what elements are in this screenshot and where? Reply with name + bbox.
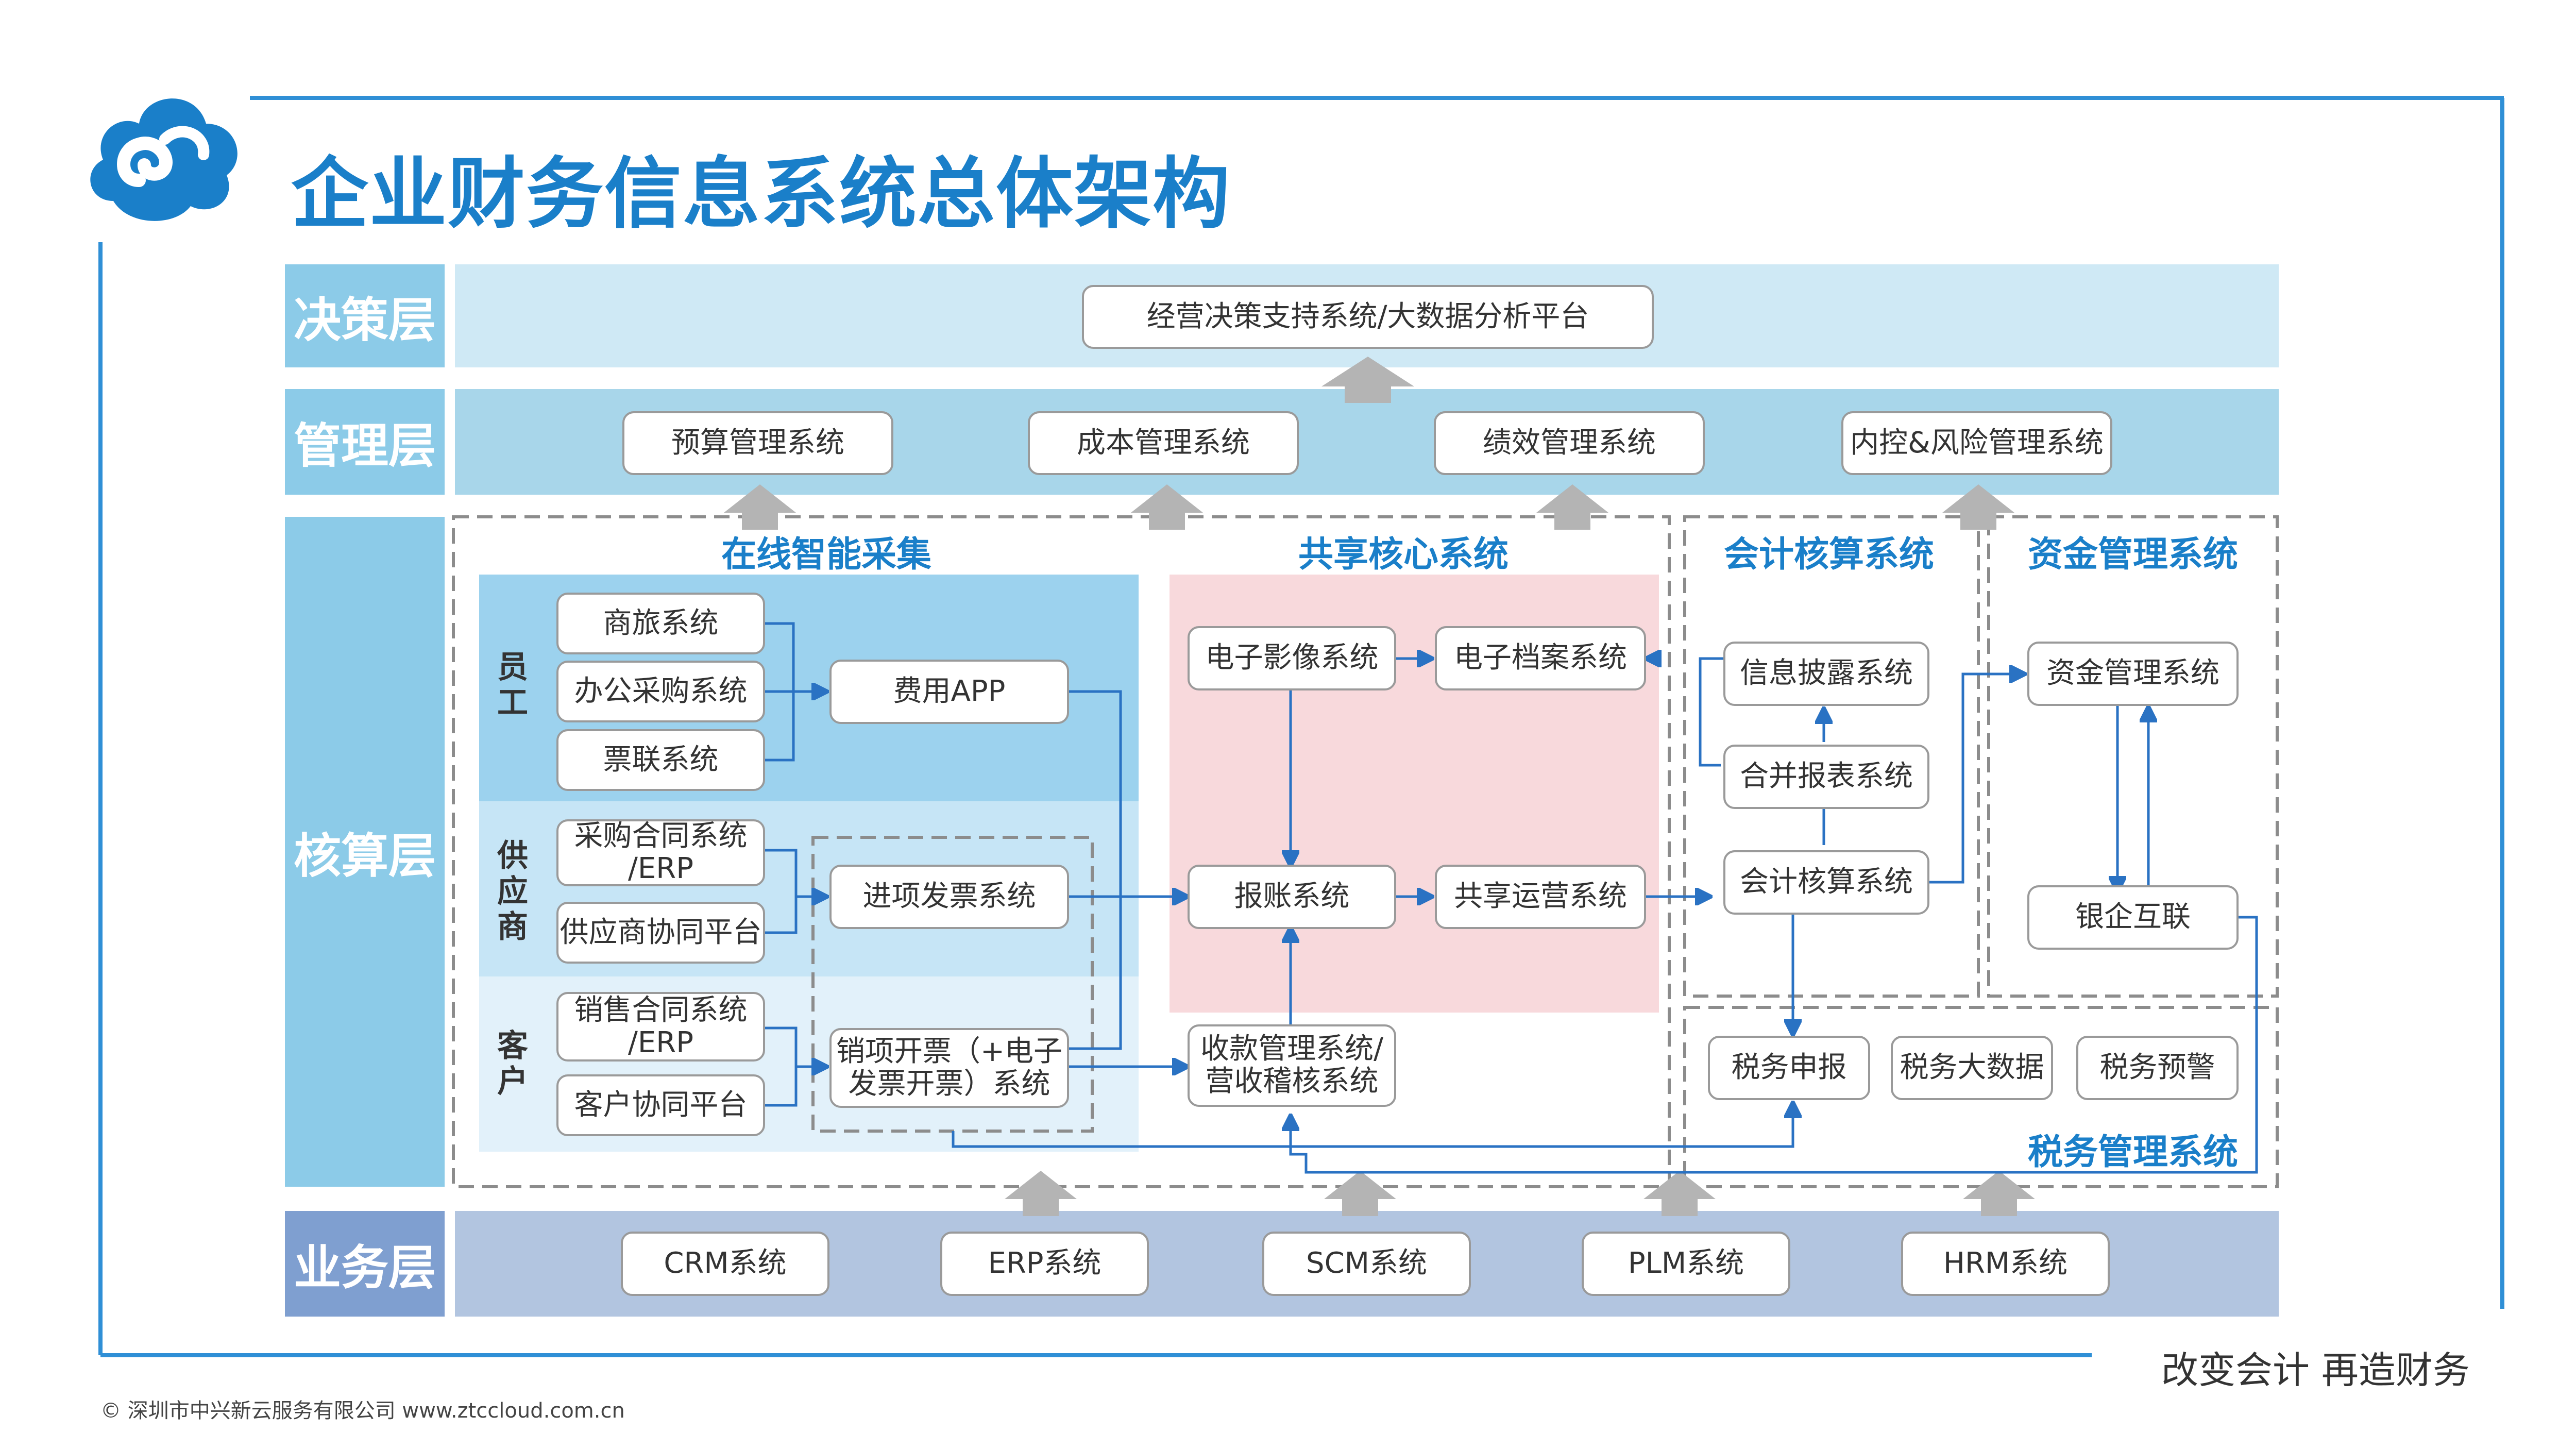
funds-management-system-box[interactable]: 资金管理系统 bbox=[2027, 642, 2239, 706]
section-tax-management: 税务管理系统 bbox=[2027, 1132, 2238, 1173]
input-invoice-system-box[interactable]: 进项发票系统 bbox=[829, 865, 1069, 929]
output-invoice-system-box[interactable]: 销项开票（+电子 发票开票）系统 bbox=[829, 1028, 1069, 1108]
group-label-customer: 客 户 bbox=[497, 1028, 528, 1100]
expense-app-box[interactable]: 费用APP bbox=[829, 660, 1069, 724]
e-archive-system-box[interactable]: 电子档案系统 bbox=[1435, 626, 1646, 690]
section-funds-management: 资金管理系统 bbox=[2027, 534, 2238, 575]
receivable-audit-system-box[interactable]: 收款管理系统/ 营收稽核系统 bbox=[1188, 1024, 1396, 1107]
crm-system-box[interactable]: CRM系统 bbox=[621, 1232, 829, 1296]
supplier-collab-platform-box[interactable]: 供应商协同平台 bbox=[556, 902, 765, 964]
section-accounting-system: 会计核算系统 bbox=[1723, 534, 1934, 575]
cloud-logo bbox=[90, 98, 238, 221]
tax-declaration-box[interactable]: 税务申报 bbox=[1708, 1036, 1870, 1100]
tax-warning-box[interactable]: 税务预警 bbox=[2076, 1036, 2239, 1100]
info-disclosure-system-box[interactable]: 信息披露系统 bbox=[1723, 642, 1929, 706]
tax-bigdata-box[interactable]: 税务大数据 bbox=[1891, 1036, 2053, 1100]
layer-label-business: 业务层 bbox=[285, 1211, 445, 1317]
accounting-core-system-box[interactable]: 会计核算系统 bbox=[1723, 850, 1929, 915]
scm-system-box[interactable]: SCM系统 bbox=[1262, 1232, 1471, 1296]
copyright-text: © 深圳市中兴新云服务有限公司 www.ztccloud.com.cn bbox=[100, 1399, 625, 1423]
office-purchase-system-box[interactable]: 办公采购系统 bbox=[556, 661, 765, 722]
decision-platform-box[interactable]: 经营决策支持系统/大数据分析平台 bbox=[1082, 285, 1654, 349]
consolidated-report-system-box[interactable]: 合并报表系统 bbox=[1723, 745, 1929, 809]
sales-contract-erp-box[interactable]: 销售合同系统 /ERP bbox=[556, 992, 765, 1062]
ticket-link-system-box[interactable]: 票联系统 bbox=[556, 729, 765, 791]
plm-system-box[interactable]: PLM系统 bbox=[1582, 1232, 1790, 1296]
customer-collab-platform-box[interactable]: 客户协同平台 bbox=[556, 1074, 765, 1136]
group-label-supplier: 供 应 商 bbox=[497, 837, 528, 945]
performance-system-box[interactable]: 绩效管理系统 bbox=[1434, 411, 1705, 475]
reimbursement-system-box[interactable]: 报账系统 bbox=[1188, 865, 1396, 929]
slogan: 改变会计 再造财务 bbox=[2161, 1349, 2470, 1392]
e-image-system-box[interactable]: 电子影像系统 bbox=[1188, 626, 1396, 690]
section-online-collection: 在线智能采集 bbox=[721, 534, 932, 575]
layer-label-accounting: 核算层 bbox=[285, 517, 445, 1187]
budget-system-box[interactable]: 预算管理系统 bbox=[622, 411, 893, 475]
hrm-system-box[interactable]: HRM系统 bbox=[1901, 1232, 2110, 1296]
group-label-employee: 员 工 bbox=[497, 649, 528, 721]
shared-operation-system-box[interactable]: 共享运营系统 bbox=[1435, 865, 1646, 929]
erp-system-box[interactable]: ERP系统 bbox=[940, 1232, 1149, 1296]
layer-label-decision: 决策层 bbox=[285, 264, 445, 367]
purchase-contract-erp-box[interactable]: 采购合同系统 /ERP bbox=[556, 819, 765, 886]
section-shared-core: 共享核心系统 bbox=[1298, 534, 1509, 575]
risk-control-system-box[interactable]: 内控&风险管理系统 bbox=[1841, 411, 2112, 475]
layer-label-management: 管理层 bbox=[285, 389, 445, 495]
bank-enterprise-link-box[interactable]: 银企互联 bbox=[2027, 885, 2239, 950]
travel-system-box[interactable]: 商旅系统 bbox=[556, 593, 765, 654]
cost-system-box[interactable]: 成本管理系统 bbox=[1028, 411, 1299, 475]
page-title: 企业财务信息系统总体架构 bbox=[291, 149, 1231, 239]
